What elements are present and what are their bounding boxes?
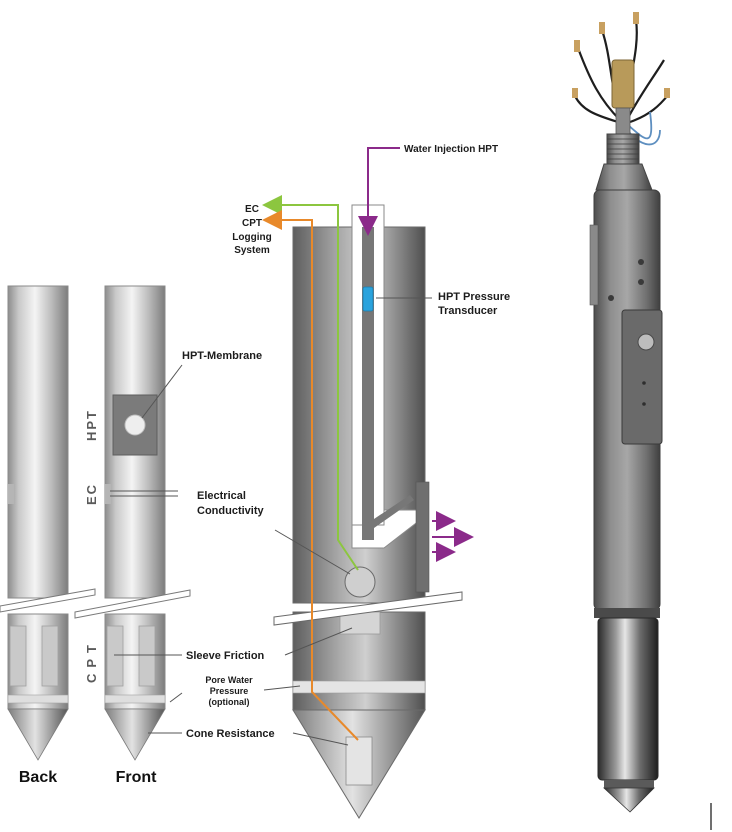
cone-resistance-sensor bbox=[345, 736, 373, 786]
label-water-injection: Water Injection HPT bbox=[404, 144, 498, 155]
section-label-hpt: HPT bbox=[84, 409, 99, 441]
cross-section-probe bbox=[292, 204, 430, 819]
probe-tip bbox=[602, 787, 655, 813]
front-probe bbox=[104, 285, 166, 761]
probe-connector bbox=[611, 59, 635, 109]
label-system: System bbox=[234, 245, 270, 256]
probe-wire-tips bbox=[572, 12, 670, 98]
cross-section-break bbox=[273, 591, 463, 626]
label-cpt: CPT bbox=[242, 218, 262, 229]
water-outlet-arrows bbox=[432, 511, 474, 562]
label-sleeve-friction: Sleeve Friction bbox=[186, 650, 265, 662]
probe-hpt-plate bbox=[621, 309, 663, 445]
section-label-ec: EC bbox=[84, 483, 99, 505]
label-hpt-membrane: HPT-Membrane bbox=[182, 350, 262, 362]
ec-signal-line bbox=[262, 195, 359, 571]
label-front: Front bbox=[116, 769, 158, 786]
label-ec: EC bbox=[245, 204, 259, 215]
leader-lines bbox=[110, 297, 432, 746]
ec-sensor bbox=[344, 566, 376, 598]
label-transducer: Transducer bbox=[438, 305, 498, 317]
probe-sleeve bbox=[597, 617, 659, 781]
hpt-membrane-window bbox=[124, 414, 146, 436]
label-back: Back bbox=[19, 769, 57, 786]
back-probe bbox=[7, 285, 69, 761]
cpt-signal-line bbox=[262, 210, 359, 741]
hpt-pressure-transducer bbox=[362, 286, 374, 312]
label-conductivity: Conductivity bbox=[197, 505, 264, 517]
label-pressure: Pressure bbox=[210, 686, 249, 696]
label-optional: (optional) bbox=[209, 697, 250, 707]
label-pore-water: Pore Water bbox=[205, 675, 253, 685]
label-logging: Logging bbox=[232, 232, 271, 243]
water-injection-line bbox=[358, 147, 400, 236]
label-cone-resistance: Cone Resistance bbox=[186, 728, 275, 740]
probe-photo bbox=[572, 12, 670, 813]
label-hpt-pressure: HPT Pressure bbox=[438, 291, 510, 303]
section-label-cpt: CPT bbox=[84, 639, 99, 683]
probe-break-lines bbox=[0, 588, 191, 619]
label-electrical: Electrical bbox=[197, 490, 246, 502]
